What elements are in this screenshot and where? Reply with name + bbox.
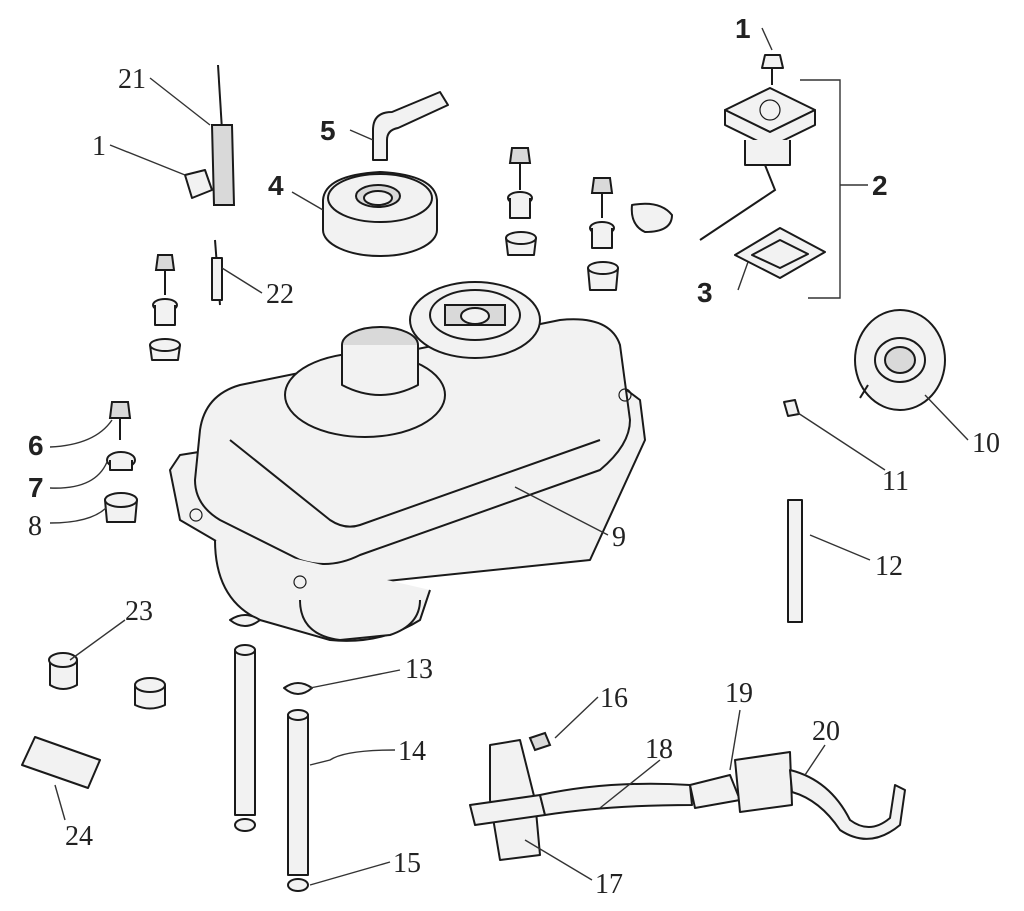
fuel-valve-21: [184, 64, 236, 306]
strainer-10: [854, 309, 946, 411]
leader-lines: [49, 27, 969, 886]
bolt-grommet-set-center: [505, 147, 537, 256]
tube-12: [787, 499, 803, 623]
fuel-hose-14: [283, 682, 313, 892]
callout-10: 10: [972, 428, 1000, 459]
bolt-grommet-set-right: [587, 177, 619, 291]
spacer-23: [48, 652, 166, 710]
callout-23: 23: [125, 596, 153, 627]
callout-1-valve: 1: [92, 131, 106, 162]
callout-16: 16: [600, 683, 628, 714]
callout-13: 13: [405, 654, 433, 685]
callout-14: 14: [398, 736, 426, 767]
callout-4: 4: [268, 170, 284, 201]
callout-19: 19: [725, 678, 753, 709]
fuel-cap: [322, 171, 438, 257]
fuel-line-assembly: [469, 731, 906, 861]
callout-5: 5: [320, 115, 336, 146]
group-bracket: [800, 79, 868, 299]
callout-17: 17: [595, 869, 623, 900]
gasket: [734, 227, 826, 279]
callout-24: 24: [65, 821, 93, 852]
callout-20: 20: [812, 716, 840, 747]
callout-11: 11: [882, 466, 909, 497]
callout-18: 18: [645, 734, 673, 765]
callout-22: 22: [266, 279, 294, 310]
callout-labels: 1 2 3 4 5 6 7 8 9 10 11 12 13 14 15 16 1…: [28, 13, 1000, 900]
callout-1-gauge: 1: [735, 13, 751, 44]
callout-9: 9: [612, 522, 626, 553]
pin-11: [783, 399, 800, 417]
fuel-hose-left: [229, 614, 261, 832]
callout-3: 3: [697, 277, 713, 308]
bolt-grommet-set-left: [149, 254, 181, 361]
bolt-washer-grommet-6-7-8: [104, 401, 138, 523]
callout-12: 12: [875, 551, 903, 582]
callout-8: 8: [28, 511, 42, 542]
callout-6: 6: [28, 430, 44, 461]
label-24: [21, 736, 101, 789]
callout-7: 7: [28, 472, 44, 503]
fuel-tank: [169, 281, 646, 642]
callout-21: 21: [118, 64, 146, 95]
vent-tube: [372, 91, 449, 161]
fuel-gauge-assembly: [630, 54, 816, 241]
callout-2: 2: [872, 170, 888, 201]
callout-15: 15: [393, 848, 421, 879]
